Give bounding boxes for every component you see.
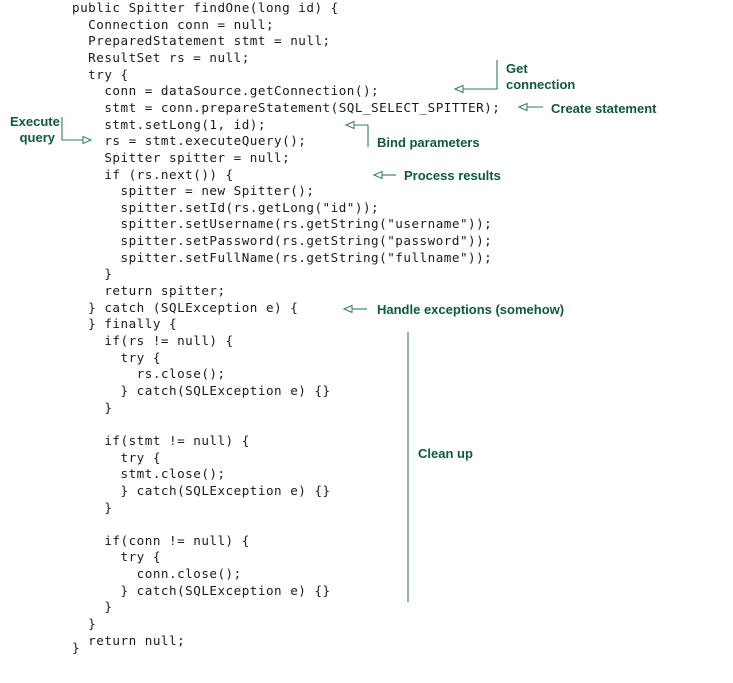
code-line-3: PreparedStatement stmt = null;: [72, 33, 331, 49]
code-line-37: }: [72, 599, 113, 615]
annotation-process-results: Process results: [404, 168, 501, 183]
code-line-35: conn.close();: [72, 566, 242, 582]
code-line-31: }: [72, 499, 113, 515]
code-line-14: spitter.setUsername(rs.getString("userna…: [72, 216, 493, 232]
code-line-20: } finally {: [72, 316, 178, 332]
annotation-get-connection-line-1: Get: [506, 61, 528, 76]
process-results-arrowhead: [372, 170, 383, 180]
execute-query-arrowhead: [82, 135, 93, 145]
code-line-23: rs.close();: [72, 366, 226, 382]
code-line-38: }: [72, 616, 97, 632]
bind-parameters-arrowhead: [344, 120, 355, 130]
code-line-1: public Spitter findOne(long id) {: [72, 0, 339, 15]
get-connection-arrowhead: [453, 84, 464, 94]
code-line-9: rs = stmt.executeQuery();: [72, 133, 307, 149]
code-line-29: stmt.close();: [72, 466, 226, 482]
code-line-8: stmt.setLong(1, id);: [72, 116, 266, 132]
code-line-16: spitter.setFullName(rs.getString("fullna…: [72, 249, 493, 265]
code-line-2: Connection conn = null;: [72, 16, 275, 32]
handle-exceptions-arrowhead: [342, 304, 353, 314]
get-connection-arrow: [461, 60, 498, 90]
code-line-4: ResultSet rs = null;: [72, 49, 250, 65]
code-line-15: spitter.setPassword(rs.getString("passwo…: [72, 233, 493, 249]
code-line-17: }: [72, 266, 113, 282]
code-line-33: if(conn != null) {: [72, 532, 250, 548]
annotation-execute-query: Execute query: [10, 114, 60, 146]
code-line-34: try {: [72, 549, 161, 565]
annotation-bind-parameters: Bind parameters: [377, 135, 480, 150]
code-line-11: if (rs.next()) {: [72, 166, 234, 182]
code-line-5: try {: [72, 66, 129, 82]
code-line-19: } catch (SQLException e) {: [72, 299, 299, 315]
annotation-execute-query-line-2: query: [19, 130, 55, 145]
annotation-clean-up: Clean up: [418, 446, 473, 461]
code-line-7: stmt = conn.prepareStatement(SQL_SELECT_…: [72, 99, 501, 115]
annotation-execute-query-line-1: Execute: [10, 114, 60, 129]
code-line-25: }: [72, 399, 113, 415]
create-statement-arrowhead: [517, 102, 528, 112]
code-line-28: try {: [72, 449, 161, 465]
code-line-12: spitter = new Spitter();: [72, 183, 315, 199]
code-line-10: Spitter spitter = null;: [72, 149, 291, 165]
code-line-36: } catch(SQLException e) {}: [72, 582, 331, 598]
code-line-27: if(stmt != null) {: [72, 432, 250, 448]
code-line-40: }: [72, 640, 81, 655]
annotation-get-connection: Get connection: [506, 61, 575, 93]
callout-arrows: [61, 60, 543, 602]
code-line-22: try {: [72, 349, 161, 365]
annotation-get-connection-line-2: connection: [506, 77, 576, 92]
execute-query-arrow: [61, 117, 84, 141]
code-line-18: return spitter;: [72, 283, 226, 299]
code-line-21: if(rs != null) {: [72, 333, 234, 348]
bind-parameters-arrow: [353, 124, 369, 147]
annotation-handle-exceptions: Handle exceptions (somehow): [377, 302, 565, 317]
code-line-30: } catch(SQLException e) {}: [72, 482, 331, 498]
code-line-24: } catch(SQLException e) {}: [72, 382, 331, 398]
code-listing: public Spitter findOne(long id) { Connec…: [0, 0, 500, 683]
code-line-6: conn = dataSource.getConnection();: [72, 83, 380, 99]
code-line-13: spitter.setId(rs.getLong("id"));: [72, 199, 380, 215]
annotation-create-statement: Create statement: [551, 101, 657, 116]
code-line-39: return null;: [72, 632, 186, 648]
